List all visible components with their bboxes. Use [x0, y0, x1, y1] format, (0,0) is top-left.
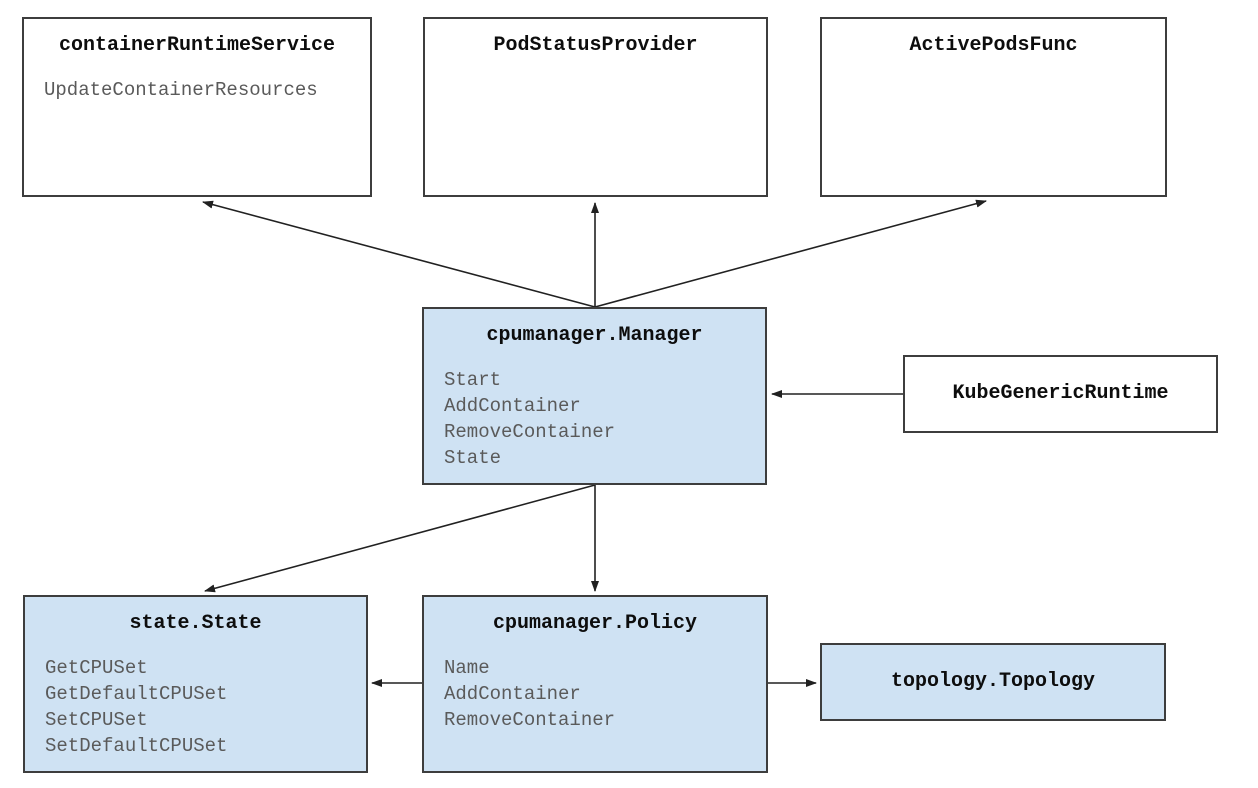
box-title: KubeGenericRuntime — [952, 382, 1169, 405]
box-title: state.State — [129, 612, 262, 635]
method-label: RemoveContainer — [444, 421, 616, 443]
arrow-manager-to-container-runtime-service — [202, 200, 596, 308]
arrow-manager-to-state-state — [204, 484, 596, 593]
box-title: topology.Topology — [890, 670, 1096, 693]
method-label: RemoveContainer — [444, 709, 616, 731]
method-label: Name — [444, 657, 490, 679]
box-active-pods-func: ActivePodsFunc — [820, 17, 1167, 197]
box-title: containerRuntimeService — [58, 34, 336, 57]
method-list: Start AddContainer RemoveContainer State — [424, 367, 765, 471]
box-pod-status-provider: PodStatusProvider — [423, 17, 768, 197]
box-cpumanager-manager: cpumanager.Manager Start AddContainer Re… — [422, 307, 767, 485]
box-title: PodStatusProvider — [493, 34, 698, 57]
box-kube-generic-runtime: KubeGenericRuntime — [903, 355, 1218, 433]
method-label: AddContainer — [444, 395, 581, 417]
method-list: GetCPUSet GetDefaultCPUSet SetCPUSet Set… — [25, 655, 366, 759]
method-label: SetDefaultCPUSet — [45, 735, 228, 757]
method-label: SetCPUSet — [45, 709, 148, 731]
arrow-manager-to-active-pods-func — [594, 199, 987, 308]
box-title: ActivePodsFunc — [909, 34, 1078, 57]
box-cpumanager-policy: cpumanager.Policy Name AddContainer Remo… — [422, 595, 768, 773]
method-label: AddContainer — [444, 683, 581, 705]
method-label: Start — [444, 369, 502, 391]
box-topology-topology: topology.Topology — [820, 643, 1166, 721]
method-label: State — [444, 447, 502, 469]
method-list: UpdateContainerResources — [24, 77, 370, 103]
box-title: cpumanager.Manager — [486, 324, 703, 347]
box-state-state: state.State GetCPUSet GetDefaultCPUSet S… — [23, 595, 368, 773]
method-label: GetDefaultCPUSet — [45, 683, 228, 705]
method-label: GetCPUSet — [45, 657, 148, 679]
method-list: Name AddContainer RemoveContainer — [424, 655, 766, 733]
box-title: cpumanager.Policy — [492, 612, 698, 635]
method-label: UpdateContainerResources — [44, 79, 318, 101]
box-container-runtime-service: containerRuntimeService UpdateContainerR… — [22, 17, 372, 197]
